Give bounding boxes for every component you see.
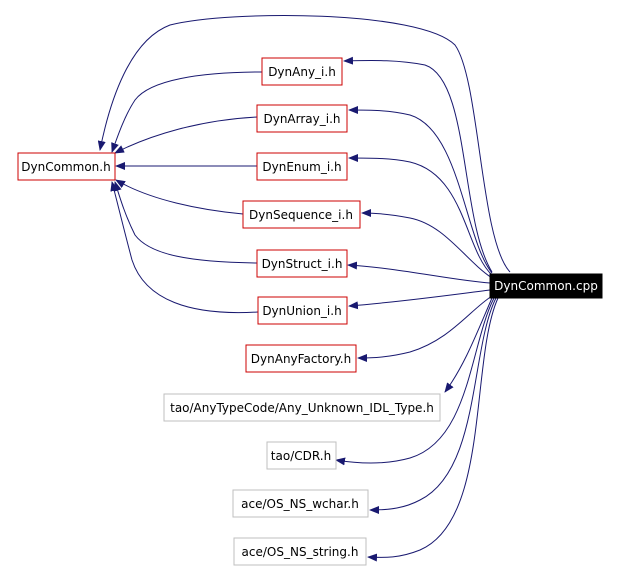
node-dynenum[interactable]: DynEnum_i.h [256, 152, 348, 181]
node-dynstruct[interactable]: DynStruct_i.h [256, 249, 348, 278]
node-dyncommon-cpp-label: DynCommon.cpp [494, 279, 598, 293]
node-dynarray[interactable]: DynArray_i.h [256, 104, 348, 133]
node-dynunion-label: DynUnion_i.h [262, 304, 341, 318]
node-dynany-label: DynAny_i.h [268, 65, 336, 79]
node-dynenum-label: DynEnum_i.h [262, 160, 341, 174]
edges [97, 14, 511, 562]
edge-cpp-to-dynstruct [347, 261, 491, 284]
node-wchar-label: ace/OS_NS_wchar.h [241, 497, 359, 511]
edge-cpp-to-string [367, 297, 499, 562]
edge-cpp-to-anyunknown [444, 297, 493, 393]
edge-dynsequence-to-dyncommon-h [115, 179, 244, 215]
node-dyncommon-h[interactable]: DynCommon.h [17, 152, 116, 181]
node-cdr-label: tao/CDR.h [271, 449, 331, 463]
node-dynsequence[interactable]: DynSequence_i.h [242, 200, 361, 229]
node-anyunknown-label: tao/AnyTypeCode/Any_Unknown_IDL_Type.h [170, 401, 434, 415]
edge-dynarray-to-dyncommon-h [114, 116, 258, 154]
nodes: DynCommon.h DynCommon.cpp DynAny_i.h Dyn… [17, 57, 603, 566]
node-dynunion[interactable]: DynUnion_i.h [257, 296, 348, 325]
node-string-label: ace/OS_NS_string.h [242, 545, 359, 559]
edge-dynstruct-to-dyncommon-h [113, 181, 258, 264]
edge-cpp-to-dynunion [348, 289, 491, 310]
node-dynstruct-label: DynStruct_i.h [262, 257, 343, 271]
node-dynsequence-label: DynSequence_i.h [249, 208, 353, 222]
edge-cpp-to-wchar [369, 297, 497, 514]
edge-cpp-to-dynsequence [361, 209, 493, 279]
node-dynanyfactory-label: DynAnyFactory.h [251, 352, 351, 366]
node-dynany[interactable]: DynAny_i.h [261, 57, 343, 86]
edge-cpp-to-dynenum [348, 154, 493, 276]
node-string: ace/OS_NS_string.h [233, 537, 367, 566]
edge-dynunion-to-dyncommon-h [110, 181, 259, 314]
node-anyunknown: tao/AnyTypeCode/Any_Unknown_IDL_Type.h [163, 393, 441, 422]
node-wchar: ace/OS_NS_wchar.h [232, 489, 369, 518]
edge-cpp-to-cdr [335, 297, 495, 466]
node-dyncommon-h-label: DynCommon.h [21, 160, 110, 174]
node-dynarray-label: DynArray_i.h [263, 112, 340, 126]
edge-cpp-to-dynarray [348, 106, 493, 274]
node-cdr: tao/CDR.h [266, 441, 337, 470]
edge-dynany-to-dyncommon-h [111, 71, 263, 153]
node-dynanyfactory[interactable]: DynAnyFactory.h [245, 344, 357, 373]
edge-cpp-to-dynany [343, 56, 493, 273]
edge-cpp-to-dyncommon-h [97, 14, 511, 273]
edge-cpp-to-dynanyfactory [357, 295, 493, 362]
node-dyncommon-cpp[interactable]: DynCommon.cpp [489, 273, 603, 299]
